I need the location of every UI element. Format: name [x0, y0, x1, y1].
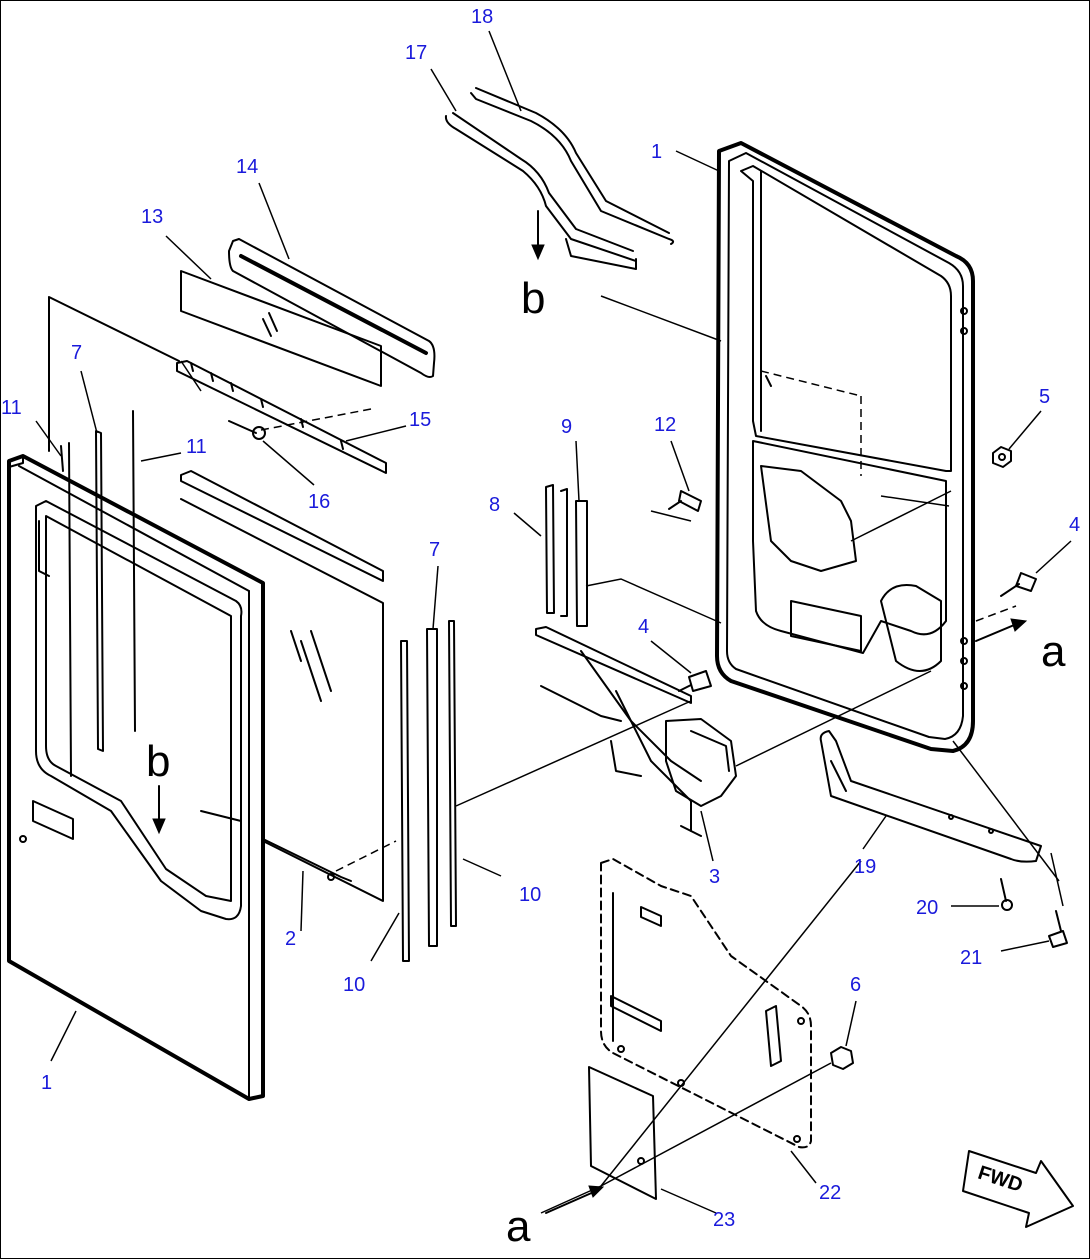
lower-glass — [180, 498, 384, 902]
screw-20 — [1000, 878, 1013, 911]
callout-10-left: 10 — [343, 974, 365, 996]
upper-glass — [48, 270, 382, 452]
callout-3: 3 — [709, 866, 720, 888]
reference-a-bottom: a — [506, 1202, 531, 1251]
glass-channel-2 — [262, 838, 352, 882]
callout-12: 12 — [654, 414, 676, 436]
callout-1-door: 1 — [41, 1072, 52, 1094]
callout-7-right: 7 — [429, 539, 440, 561]
callout-8: 8 — [489, 494, 500, 516]
callout-1-frame: 1 — [651, 141, 662, 163]
callout-16: 16 — [308, 491, 330, 513]
reference-a-right: a — [1041, 627, 1066, 676]
callout-11-right: 11 — [186, 436, 207, 458]
callout-17: 17 — [405, 42, 427, 64]
reference-b-left: b — [146, 737, 170, 786]
bolt-4-lower — [678, 670, 712, 692]
door-frame-inner — [715, 141, 975, 753]
leader-lines — [35, 30, 1072, 1214]
arrow-a-bottom — [545, 1185, 605, 1214]
callout-7-left: 7 — [71, 342, 82, 364]
callout-20: 20 — [916, 897, 938, 919]
callout-5: 5 — [1039, 386, 1050, 408]
callout-13: 13 — [141, 206, 163, 228]
callout-15: 15 — [409, 409, 431, 431]
screw-21 — [1048, 910, 1068, 948]
forward-direction-arrow: FWD — [962, 1150, 1074, 1228]
vertical-seals-left — [60, 410, 136, 777]
glass-rail-lower — [180, 470, 384, 582]
callout-11-left: 11 — [1, 397, 22, 419]
bolt-4-upper — [1000, 572, 1037, 597]
trim-panel-22 — [600, 858, 812, 1149]
arrow-b-upper — [531, 210, 545, 261]
callout-9: 9 — [561, 416, 572, 438]
arrow-b-left — [152, 785, 166, 835]
window-regulator-3 — [535, 626, 737, 837]
callout-21: 21 — [960, 947, 982, 969]
window-channel-14 — [228, 238, 436, 378]
glass-rail-15 — [176, 360, 387, 474]
callout-19: 19 — [854, 856, 876, 878]
arrow-a-right — [975, 618, 1028, 642]
callout-23: 23 — [713, 1209, 735, 1231]
channel-10 — [400, 620, 457, 962]
callout-4-right: 4 — [1069, 514, 1080, 536]
callout-22: 22 — [819, 1182, 841, 1204]
callout-18: 18 — [471, 6, 493, 28]
inner-panel-23 — [588, 1066, 657, 1200]
callout-2: 2 — [285, 928, 296, 950]
bolt-12 — [668, 490, 702, 512]
reference-b-top: b — [521, 274, 545, 323]
nut-6 — [830, 1046, 854, 1070]
door-outer-shell — [7, 454, 265, 1101]
callout-4-center: 4 — [638, 616, 649, 638]
seal-17-18 — [444, 87, 675, 270]
channel-8-9 — [545, 484, 588, 627]
callout-14: 14 — [236, 156, 258, 178]
callout-10-right: 10 — [519, 884, 541, 906]
nut-5 — [992, 446, 1012, 468]
callout-6: 6 — [850, 974, 861, 996]
clip-16 — [228, 420, 266, 440]
seal-strip-19 — [819, 730, 1042, 863]
